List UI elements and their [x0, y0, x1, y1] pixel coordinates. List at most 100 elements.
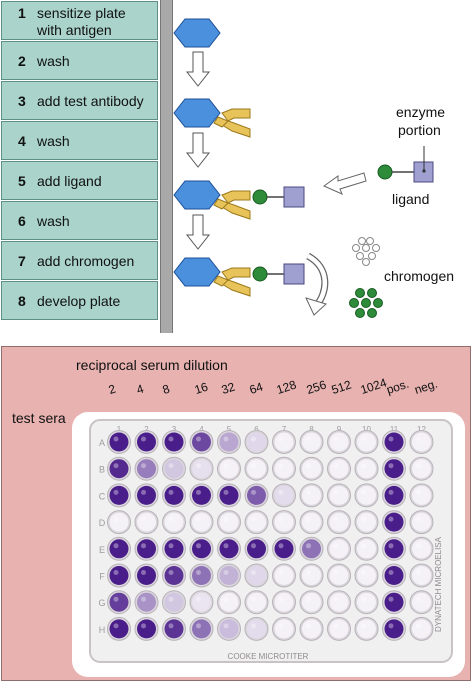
step-number: 6 — [18, 213, 26, 229]
row-letter: B — [99, 465, 105, 475]
column-number: 6 — [254, 425, 259, 434]
well-fill — [164, 566, 184, 585]
test-sera-label: test sera — [12, 410, 66, 426]
step-number: 1 — [18, 5, 26, 21]
well-fill — [384, 619, 404, 639]
column-number: 3 — [172, 425, 177, 434]
well-fill — [357, 539, 376, 559]
well-fill — [192, 432, 211, 452]
free-ligand-dot — [377, 164, 393, 180]
well-fill — [109, 459, 129, 479]
well-fill — [302, 592, 321, 612]
well-fill — [302, 566, 321, 585]
well-fill — [412, 512, 431, 532]
step-number: 8 — [18, 293, 26, 309]
well-fill — [274, 485, 294, 505]
portion-label: portion — [398, 122, 441, 138]
well-fill — [357, 432, 376, 452]
arrow-down-2 — [186, 132, 210, 168]
dilution-label: 1024 — [358, 375, 389, 397]
step-text-line: wash — [37, 213, 70, 229]
well-fill — [412, 566, 431, 585]
well-fill — [219, 432, 239, 452]
well-fill — [329, 432, 349, 452]
well-fill — [137, 432, 156, 452]
chromogen-label: chromogen — [384, 268, 455, 284]
step-number: 5 — [18, 173, 26, 189]
row-letter: D — [99, 518, 106, 528]
arrow-down-3 — [186, 214, 210, 250]
well-fill — [329, 592, 349, 612]
plate-wall — [160, 0, 173, 333]
well-fill — [137, 619, 156, 639]
dilution-label: 512 — [329, 377, 354, 397]
antigen-hex-3 — [173, 180, 221, 210]
well-fill — [384, 539, 404, 559]
well-fill — [384, 592, 404, 612]
step-text: add ligand — [37, 173, 102, 190]
well-fill — [137, 566, 156, 585]
well-fill — [219, 459, 239, 479]
well-fill — [247, 485, 266, 505]
plate-brand-bottom: COOKE MICROTITER — [228, 652, 309, 661]
well-fill — [412, 619, 431, 639]
well-fill — [137, 485, 156, 505]
antigen-hex-1 — [173, 18, 221, 48]
step-number: 2 — [18, 53, 26, 69]
step-text-line: sensitize plate — [37, 5, 126, 21]
dilution-header: reciprocal serum dilution — [76, 357, 228, 373]
well-fill — [164, 459, 184, 479]
enzyme-label: enzyme — [396, 104, 446, 120]
dilution-label: 256 — [304, 377, 329, 397]
chromogen-filled-circles — [349, 288, 383, 318]
row-letter: F — [99, 572, 105, 582]
step-text: develop plate — [37, 293, 120, 310]
step-text-line: with antigen — [37, 22, 112, 38]
well-fill — [247, 539, 266, 559]
enzyme-box-1 — [283, 186, 305, 208]
well-fill — [164, 512, 184, 532]
arrow-left-icon — [322, 172, 367, 195]
well-fill — [109, 566, 129, 585]
well-fill — [247, 566, 266, 585]
column-number: 8 — [309, 425, 314, 434]
well-fill — [357, 485, 376, 505]
assay-illustration — [173, 18, 434, 318]
well-fill — [192, 539, 211, 559]
well-fill — [302, 432, 321, 452]
dilution-label: neg. — [412, 376, 440, 397]
well-fill — [137, 592, 156, 612]
well-fill — [247, 592, 266, 612]
ligand-dot-1 — [252, 189, 268, 205]
well-fill — [412, 539, 431, 559]
arrow-down-1 — [186, 51, 210, 87]
well-fill — [137, 539, 156, 559]
column-number: 4 — [199, 425, 204, 434]
step-number: 7 — [18, 253, 26, 269]
step-number: 4 — [18, 133, 26, 149]
step-text: wash — [37, 213, 70, 230]
well-fill — [247, 432, 266, 452]
well-fill — [164, 485, 184, 505]
well-fill — [247, 619, 266, 639]
row-letter: A — [99, 438, 105, 448]
well-fill — [384, 432, 404, 452]
dilution-label: 128 — [274, 377, 299, 397]
enzyme-box-2 — [283, 263, 305, 285]
well-fill — [164, 592, 184, 612]
well-fill — [384, 566, 404, 585]
well-fill — [357, 592, 376, 612]
well-fill — [302, 459, 321, 479]
well-fill — [109, 619, 129, 639]
antigen-hex-4 — [173, 257, 221, 287]
column-number: 7 — [282, 425, 287, 434]
well-fill — [164, 432, 184, 452]
well-fill — [192, 592, 211, 612]
well-fill — [137, 459, 156, 479]
well-fill — [384, 485, 404, 505]
